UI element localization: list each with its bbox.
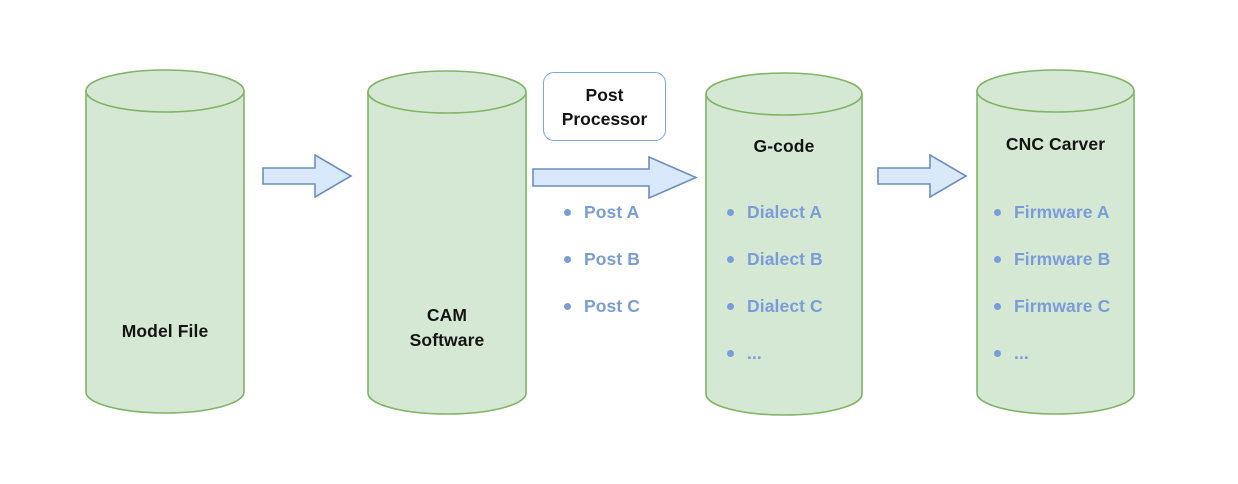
node-cam-software: CAM Software: [367, 70, 527, 415]
cylinder-shape: [367, 70, 527, 415]
cnc-firmware-list: Firmware A Firmware B Firmware C ...: [994, 189, 1110, 377]
arrow-right-icon-1: [262, 154, 353, 198]
list-item-label: Dialect B: [747, 249, 823, 269]
list-item: Firmware B: [994, 236, 1110, 283]
list-item-label: ...: [1014, 343, 1029, 363]
bullet-dot-icon: [994, 303, 1001, 310]
node-g-code: G-code: [705, 72, 863, 416]
cylinder-shape: [705, 72, 863, 416]
list-item: Dialect B: [727, 236, 823, 283]
model-file-label: Model File: [121, 321, 209, 341]
list-item-label: Firmware B: [1014, 249, 1111, 269]
list-item-label: Post C: [584, 296, 641, 316]
post-processor-label: Post Processor: [561, 84, 648, 129]
bullet-dot-icon: [727, 303, 734, 310]
cam-software-label: CAM Software: [409, 305, 485, 350]
list-item: Dialect C: [727, 283, 823, 330]
bullet-dot-icon: [994, 209, 1001, 216]
bullet-dot-icon: [994, 350, 1001, 357]
node-cnc-carver: CNC Carver: [976, 69, 1135, 415]
post-processor-list: Post A Post B Post C: [564, 189, 640, 330]
list-item-label: Firmware A: [1014, 202, 1110, 222]
bullet-dot-icon: [564, 256, 571, 263]
g-code-dialect-list: Dialect A Dialect B Dialect C ...: [727, 189, 823, 377]
node-model-file: Model File: [85, 69, 245, 414]
list-item: Post C: [564, 283, 640, 330]
list-item-label: Dialect A: [747, 202, 823, 222]
list-item: Dialect A: [727, 189, 823, 236]
cylinder-shape: [85, 69, 245, 414]
list-item-label: Post A: [584, 202, 640, 222]
g-code-label: G-code: [753, 136, 815, 156]
list-item-label: Dialect C: [747, 296, 823, 316]
arrow-right-icon-3: [877, 154, 968, 198]
bullet-dot-icon: [994, 256, 1001, 263]
bullet-dot-icon: [727, 350, 734, 357]
cnc-carver-label: CNC Carver: [1005, 134, 1106, 154]
node-post-processor: Post Processor: [543, 72, 666, 141]
cylinder-shape: [976, 69, 1135, 415]
list-item-label: Post B: [584, 249, 641, 269]
list-item: Firmware A: [994, 189, 1110, 236]
list-item: Post A: [564, 189, 640, 236]
list-item: ...: [727, 330, 823, 377]
list-item: ...: [994, 330, 1110, 377]
bullet-dot-icon: [727, 209, 734, 216]
list-item-label: Firmware C: [1014, 296, 1111, 316]
list-item: Firmware C: [994, 283, 1110, 330]
bullet-dot-icon: [564, 303, 571, 310]
list-item: Post B: [564, 236, 640, 283]
bullet-dot-icon: [727, 256, 734, 263]
arrow-right-icon-2: [532, 156, 698, 199]
bullet-dot-icon: [564, 209, 571, 216]
list-item-label: ...: [747, 343, 762, 363]
